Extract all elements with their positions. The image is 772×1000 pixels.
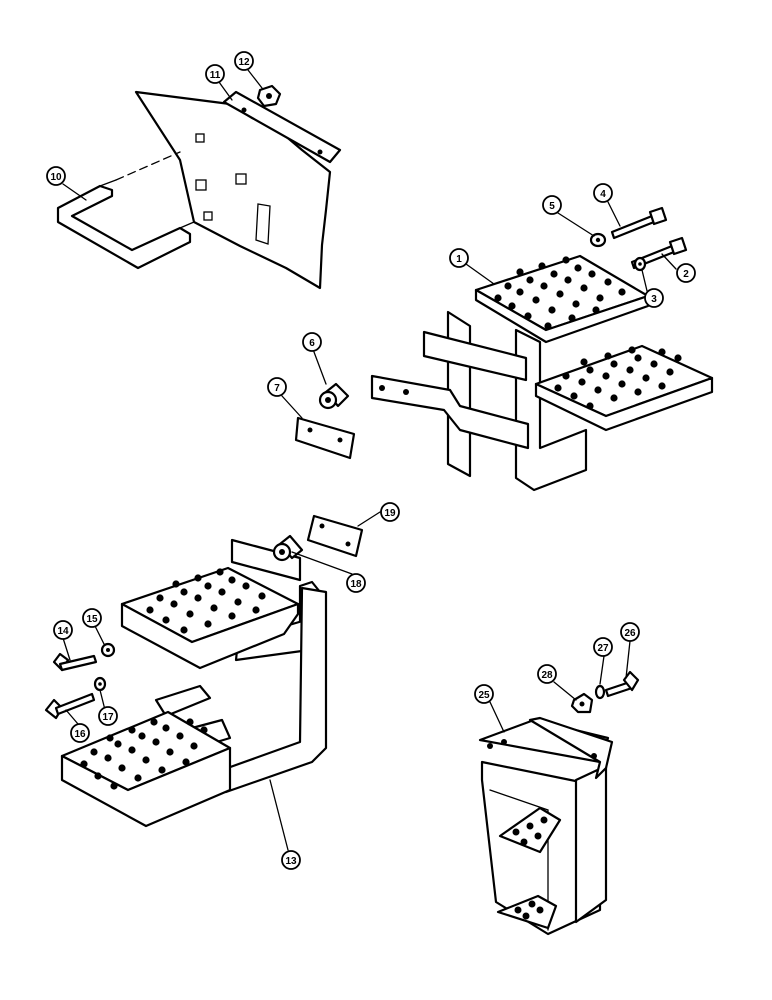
callout-label: 16: [74, 729, 86, 740]
bolt-26: [604, 670, 640, 698]
callout-label: 26: [624, 628, 636, 639]
nut-12: [256, 84, 282, 108]
callout-7: 7: [267, 377, 287, 397]
bolt-4: [610, 206, 668, 240]
step-13-upper-holes: [146, 568, 266, 634]
step-13-lower-holes: [80, 718, 208, 790]
callout-label: 28: [541, 670, 553, 681]
washer-15: [100, 642, 116, 658]
callout-label: 10: [50, 172, 62, 183]
nut-28: [570, 692, 594, 714]
callout-label: 13: [285, 856, 297, 867]
callout-11: 11: [205, 64, 225, 84]
callout-label: 7: [274, 383, 280, 394]
callout-10: 10: [46, 166, 66, 186]
callout-27: 27: [593, 637, 613, 657]
callout-label: 18: [350, 579, 362, 590]
callout-label: 17: [102, 712, 114, 723]
callout-25: 25: [474, 684, 494, 704]
bolt-16: [44, 692, 96, 720]
callout-label: 1: [456, 254, 462, 265]
spacer-6: [318, 382, 350, 410]
callout-13: 13: [281, 850, 301, 870]
callout-18: 18: [346, 573, 366, 593]
mounting-panel: [134, 90, 332, 290]
washer-27: [594, 684, 606, 700]
callout-label: 14: [57, 626, 69, 637]
callout-2: 2: [676, 263, 696, 283]
callout-3: 3: [644, 288, 664, 308]
callout-label: 19: [384, 508, 396, 519]
callout-label: 12: [238, 57, 250, 68]
callout-19: 19: [380, 502, 400, 522]
callout-label: 11: [210, 70, 221, 81]
step-1-upper-holes: [494, 256, 626, 330]
step-1-lower-holes: [554, 346, 682, 410]
bolt-14: [52, 652, 98, 672]
washer-5: [589, 232, 607, 248]
callout-28: 28: [537, 664, 557, 684]
callout-label: 3: [651, 294, 657, 305]
washer-3: [633, 256, 647, 272]
spacer-18: [272, 534, 304, 562]
washer-17: [93, 676, 107, 692]
callout-14: 14: [53, 620, 73, 640]
callout-label: 15: [86, 614, 98, 625]
plate-7: [294, 416, 356, 460]
callout-label: 25: [478, 690, 490, 701]
callout-label: 6: [309, 338, 315, 349]
callout-1: 1: [449, 248, 469, 268]
plate-19: [306, 514, 364, 558]
callout-4: 4: [593, 183, 613, 203]
callout-12: 12: [234, 51, 254, 71]
callout-label: 27: [597, 643, 609, 654]
plate-11: [222, 90, 342, 164]
handle-10: [56, 151, 195, 270]
callout-5: 5: [542, 195, 562, 215]
callout-label: 2: [683, 269, 689, 280]
callout-label: 5: [549, 201, 555, 212]
callout-15: 15: [82, 608, 102, 628]
callout-26: 26: [620, 622, 640, 642]
callout-label: 4: [600, 189, 606, 200]
callout-6: 6: [302, 332, 322, 352]
callout-17: 17: [98, 706, 118, 726]
callout-16: 16: [70, 723, 90, 743]
step-25: [478, 716, 614, 936]
